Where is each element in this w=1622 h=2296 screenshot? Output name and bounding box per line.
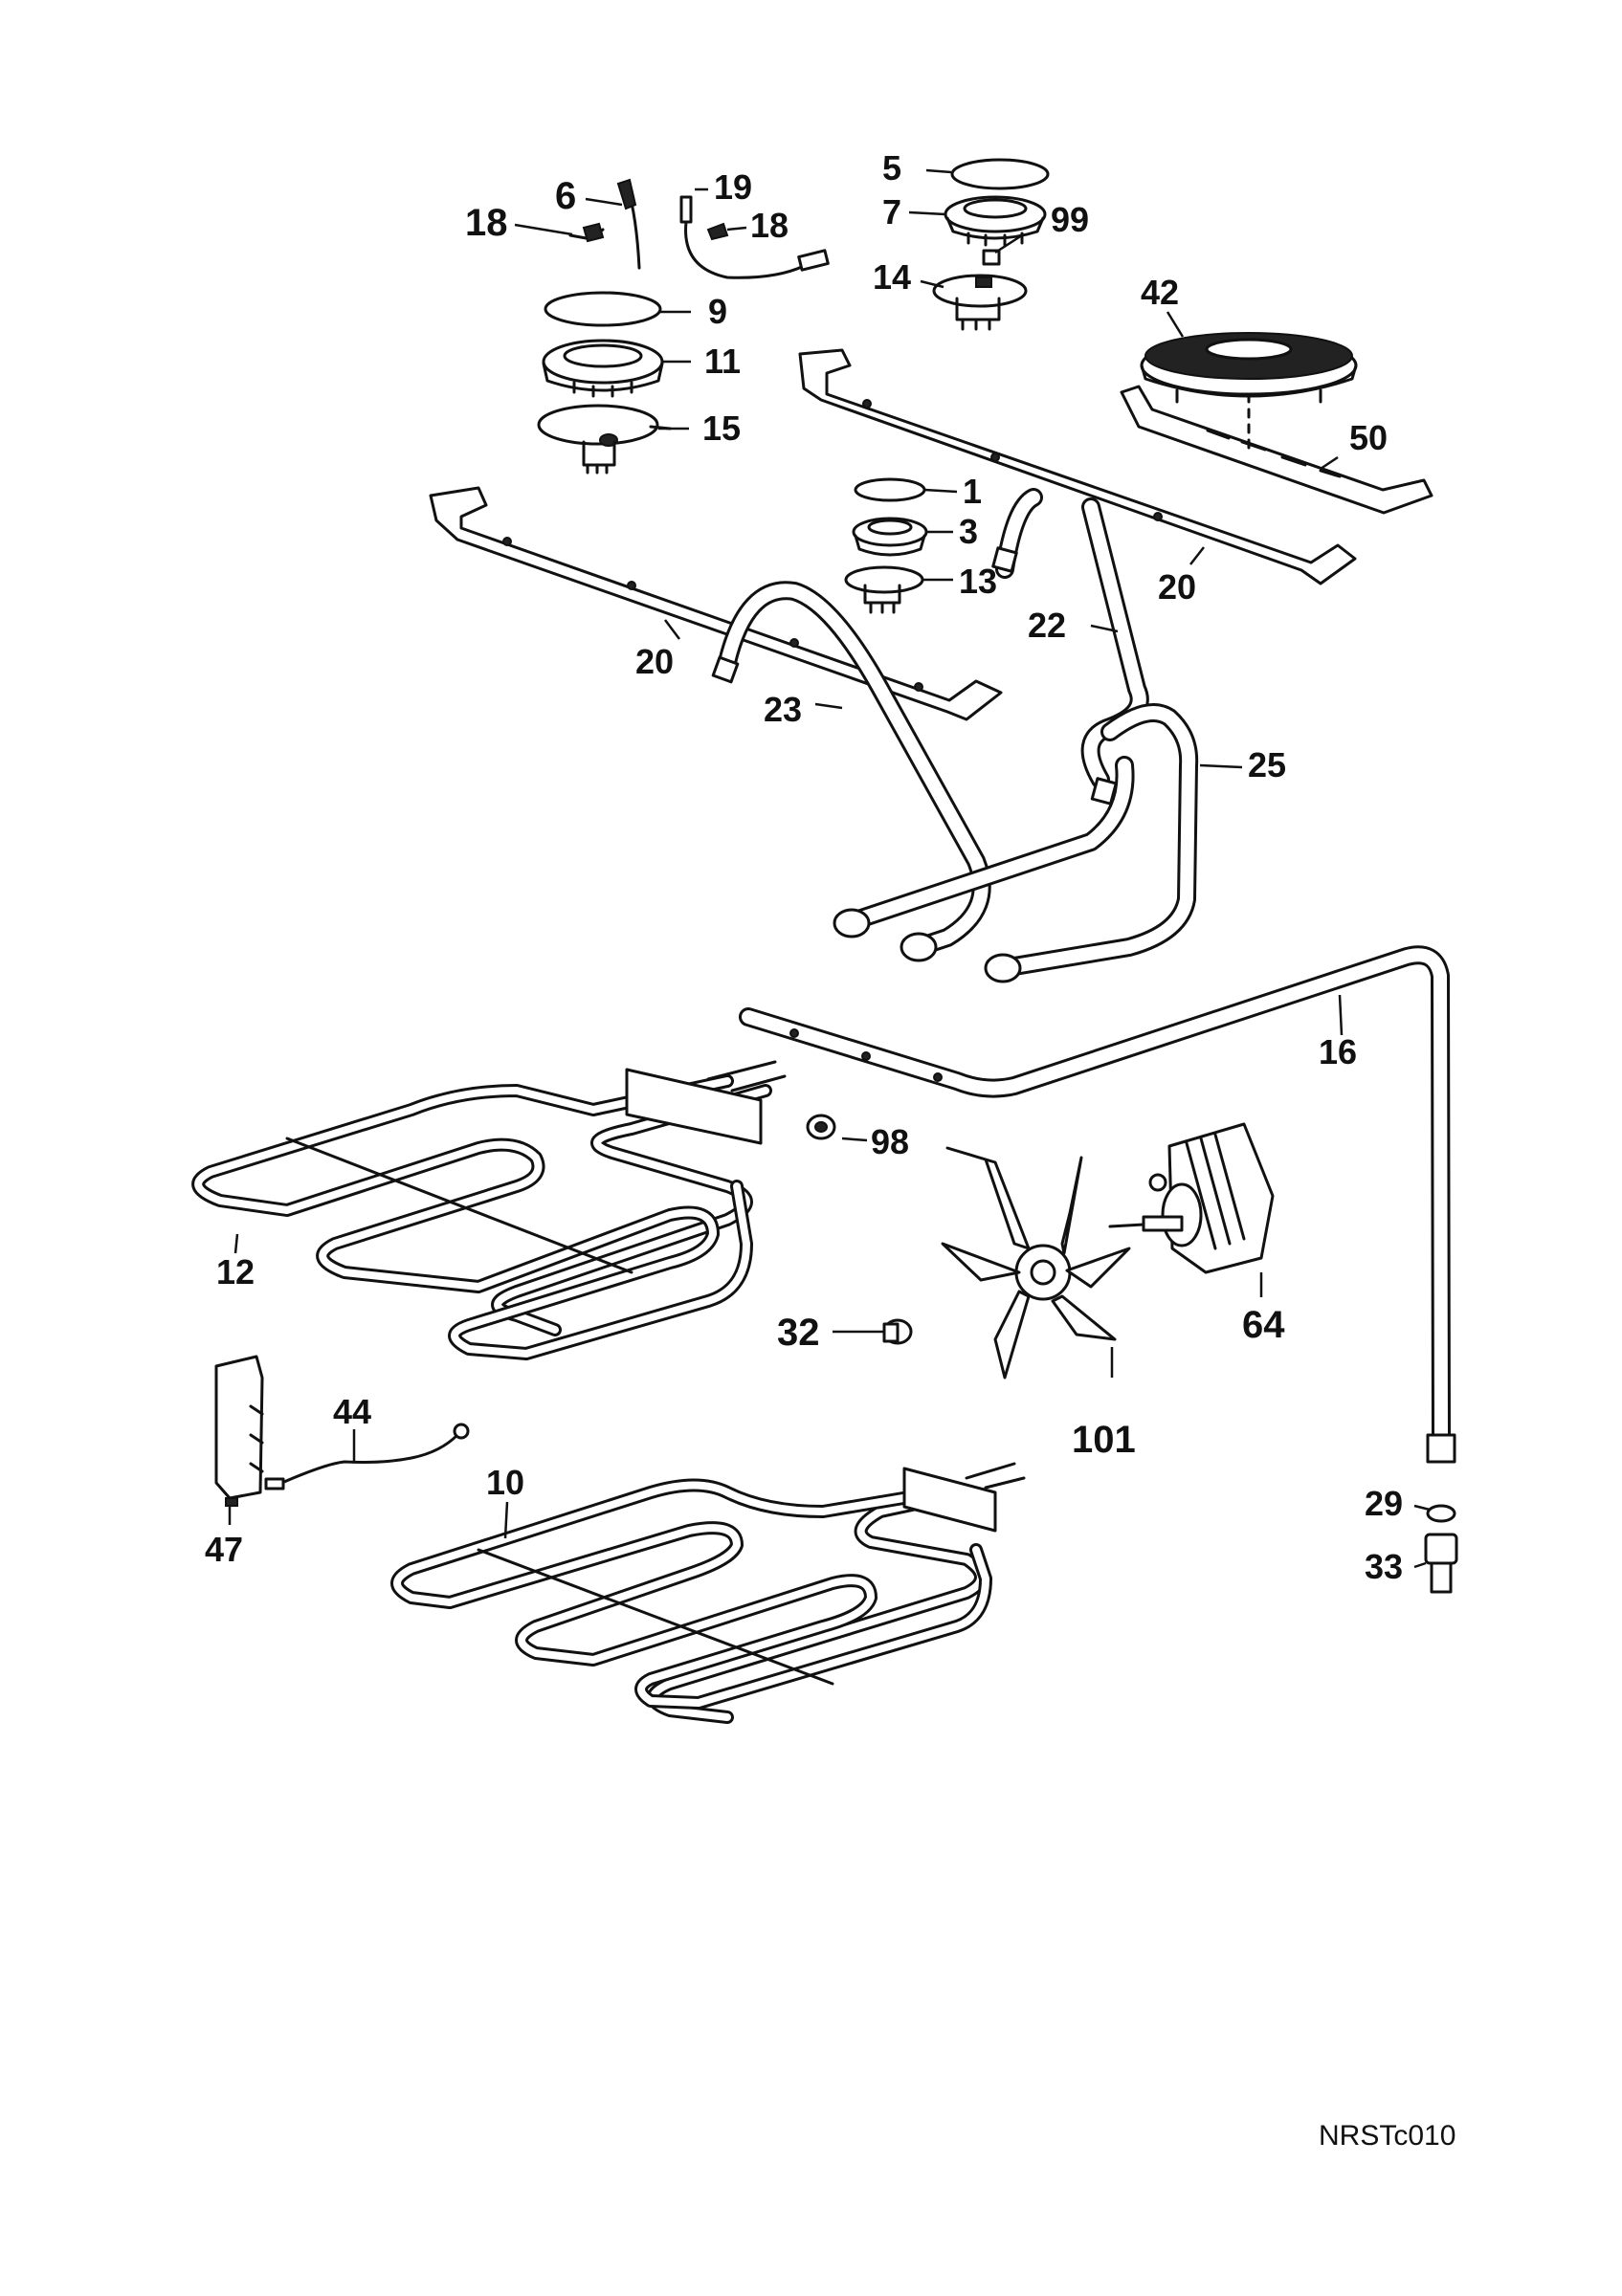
injector-99 — [982, 249, 1001, 266]
callout-33: 33 — [1365, 1547, 1403, 1586]
reference-code: NRSTc010 — [1319, 2120, 1455, 2152]
callout-42: 42 — [1141, 273, 1179, 312]
callout-5: 5 — [882, 148, 901, 188]
thermocouple-6 — [568, 178, 641, 270]
burner-cap-9 — [544, 291, 662, 327]
callout-50: 50 — [1349, 418, 1388, 457]
connector-33 — [1424, 1533, 1458, 1594]
callout-15: 15 — [702, 408, 741, 448]
burner-base-15 — [537, 404, 672, 475]
gas-pipe-25 — [852, 756, 1135, 928]
callout-14: 14 — [873, 257, 911, 297]
grommet-98 — [806, 1114, 836, 1140]
callout-9: 9 — [708, 292, 727, 331]
pipe-nuts — [833, 908, 1022, 983]
callout-13: 13 — [959, 562, 997, 601]
callout-1: 1 — [963, 472, 982, 511]
gas-pipe-22 — [1005, 497, 1199, 976]
callout-labels: 18 6 19 18 9 11 15 5 7 99 14 42 50 1 3 1… — [205, 148, 1403, 1586]
fan-nut-32 — [882, 1318, 913, 1345]
callout-64: 64 — [1242, 1304, 1285, 1346]
burner-head-11 — [542, 339, 664, 398]
callout-20-right: 20 — [1158, 567, 1196, 607]
burner-base-14 — [932, 274, 1028, 331]
burner-base-13 — [844, 565, 924, 614]
callout-101: 101 — [1072, 1419, 1136, 1461]
gas-manifold-pipe-16 — [739, 945, 1456, 1464]
callout-20-left: 20 — [635, 642, 674, 681]
grill-element-12 — [191, 1060, 787, 1360]
thermostat-47 — [214, 1355, 264, 1507]
gas-pipe-23 — [711, 488, 1043, 957]
callout-25: 25 — [1248, 745, 1286, 784]
callout-98: 98 — [871, 1122, 909, 1161]
callout-47: 47 — [205, 1530, 243, 1569]
callout-23: 23 — [764, 690, 802, 729]
hotplate-42 — [1140, 332, 1358, 404]
callout-22: 22 — [1028, 606, 1066, 645]
callout-19: 19 — [714, 167, 752, 207]
callout-99: 99 — [1051, 200, 1089, 239]
callout-18-right: 18 — [750, 206, 789, 245]
support-bracket-20-left — [429, 486, 1003, 721]
wire-44 — [264, 1423, 470, 1490]
burner-head-3 — [852, 517, 928, 557]
fan-motor-64 — [1108, 1122, 1275, 1274]
callout-10: 10 — [486, 1463, 524, 1502]
support-bracket-20-right — [798, 348, 1357, 585]
callout-7: 7 — [882, 192, 901, 232]
oven-element-10 — [390, 1462, 1026, 1724]
burner-head-7 — [944, 195, 1047, 247]
burner-cap-5 — [950, 158, 1050, 190]
callout-3: 3 — [959, 512, 978, 551]
fan-blade-101 — [941, 1146, 1131, 1380]
ignition-electrode-19 — [679, 195, 830, 279]
washer-29 — [1426, 1504, 1456, 1523]
callout-16: 16 — [1319, 1032, 1357, 1071]
burner-cap-1 — [854, 477, 926, 502]
hotplate-bracket-50 — [1120, 385, 1433, 515]
callout-6: 6 — [555, 175, 576, 217]
callout-11: 11 — [704, 342, 741, 381]
callout-32: 32 — [777, 1312, 820, 1354]
callout-18-left: 18 — [465, 202, 508, 244]
leader-lines — [228, 168, 1431, 1569]
callout-29: 29 — [1365, 1484, 1403, 1523]
callout-44: 44 — [333, 1392, 371, 1431]
callout-12: 12 — [216, 1252, 255, 1292]
